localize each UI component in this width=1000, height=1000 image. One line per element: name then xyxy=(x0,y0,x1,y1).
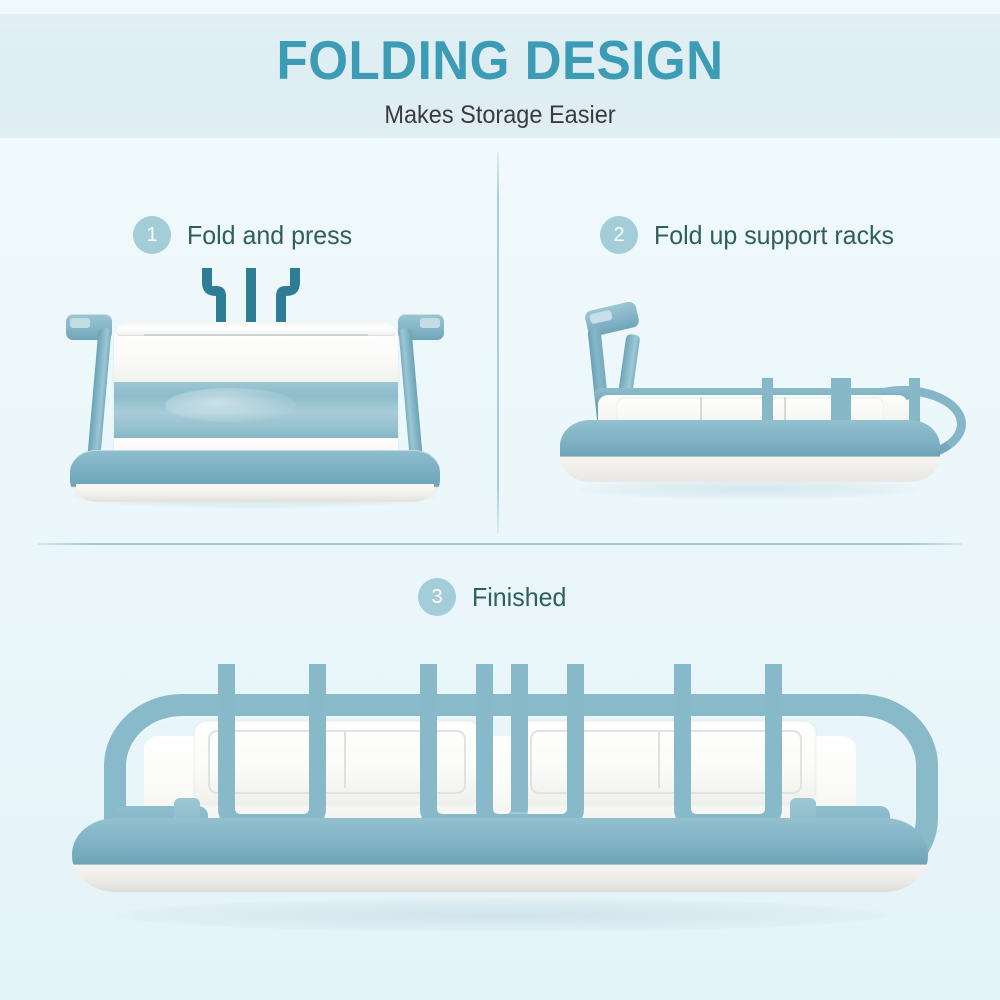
tub-rim xyxy=(116,322,396,336)
step-3-badge: 3 xyxy=(418,578,456,616)
step-2-label: Fold up support racks xyxy=(654,219,895,250)
tub-base-lip xyxy=(76,484,434,502)
rack-hook-notch xyxy=(70,318,90,328)
folded-leg-4 xyxy=(674,664,782,831)
step-1-product-image xyxy=(60,300,450,525)
top-strip xyxy=(0,0,1000,14)
step-1-heading: 1 Fold and press xyxy=(133,216,359,254)
folded-leg-1 xyxy=(218,664,326,831)
base-front-seam xyxy=(166,856,826,859)
lid-seam xyxy=(784,397,786,431)
folded-leg-3 xyxy=(476,664,584,831)
product-shadow xyxy=(580,478,920,500)
step-2-product-image xyxy=(540,300,966,515)
page-subtitle: Makes Storage Easier xyxy=(384,101,616,129)
page-title: FOLDING DESIGN xyxy=(276,29,724,91)
step-2-heading: 2 Fold up support racks xyxy=(600,216,904,254)
step-2-badge: 2 xyxy=(600,216,638,254)
lid-rib xyxy=(344,732,346,788)
header-band: FOLDING DESIGN Makes Storage Easier xyxy=(0,14,1000,138)
bathtub-body-folded xyxy=(114,322,398,474)
tub-gloss-highlight xyxy=(165,388,296,422)
lid-inner-outline xyxy=(530,730,802,794)
step-1-label: Fold and press xyxy=(187,219,353,250)
step-3-heading: 3 Finished xyxy=(418,578,570,616)
horizontal-divider xyxy=(38,543,962,545)
product-shadow xyxy=(116,898,886,932)
tub-rim-seam xyxy=(144,334,368,336)
step-3-product-image xyxy=(46,648,954,933)
vertical-divider xyxy=(497,152,499,534)
lid-seam xyxy=(700,397,702,431)
step-1-badge: 1 xyxy=(133,216,171,254)
lid-rib xyxy=(658,732,660,788)
lid-inner-outline xyxy=(208,730,466,794)
rack-hook-notch xyxy=(420,318,440,328)
step-3-label: Finished xyxy=(472,581,567,612)
tub-front-base-band xyxy=(72,818,928,892)
tub-base-tray xyxy=(560,420,940,482)
